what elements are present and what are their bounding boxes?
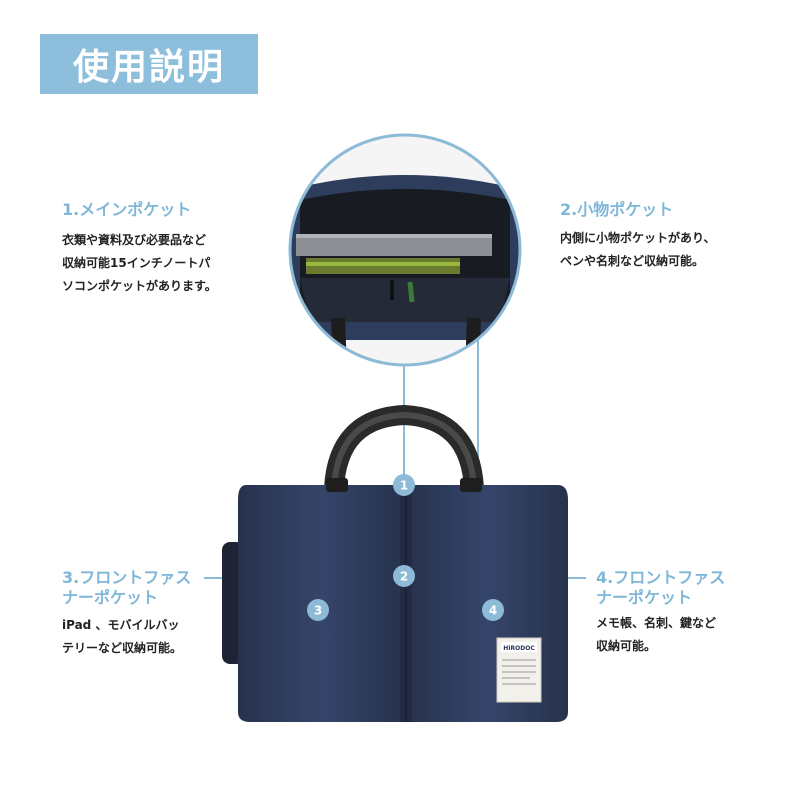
marker-2: 2	[393, 565, 415, 587]
section-1-desc: 衣類や資料及び必要品など 収納可能15インチノートパ ソコンポケットがあります。	[62, 233, 217, 293]
svg-text:2: 2	[400, 570, 408, 584]
section-4-desc: メモ帳、名刺、鍵など 収納可能。	[596, 616, 717, 653]
svg-text:1: 1	[400, 479, 408, 493]
section-2-title: 2.小物ポケット	[560, 200, 674, 219]
brand-tag: HIRODOC	[496, 637, 542, 703]
section-3-desc: iPad 、モバイルバッ テリーなど収納可能。	[62, 618, 183, 655]
section-1-title: 1.メインポケット	[62, 200, 192, 219]
bag-handles	[324, 404, 484, 498]
marker-4: 4	[482, 599, 504, 621]
brand-tag-text: HIRODOC	[503, 645, 535, 652]
marker-3: 3	[307, 599, 329, 621]
section-4-title: 4.フロントファス ナーポケット	[596, 568, 726, 607]
section-2-desc: 内側に小物ポケットがあり、 ペンや名刺など収納可能。	[560, 231, 716, 268]
svg-text:3: 3	[314, 604, 322, 618]
page-title: 使用説明	[40, 34, 258, 94]
interior-inset	[288, 133, 522, 367]
section-3-title: 3.フロントファス ナーポケット	[62, 568, 192, 607]
svg-text:4: 4	[489, 604, 497, 618]
marker-1: 1	[393, 474, 415, 496]
